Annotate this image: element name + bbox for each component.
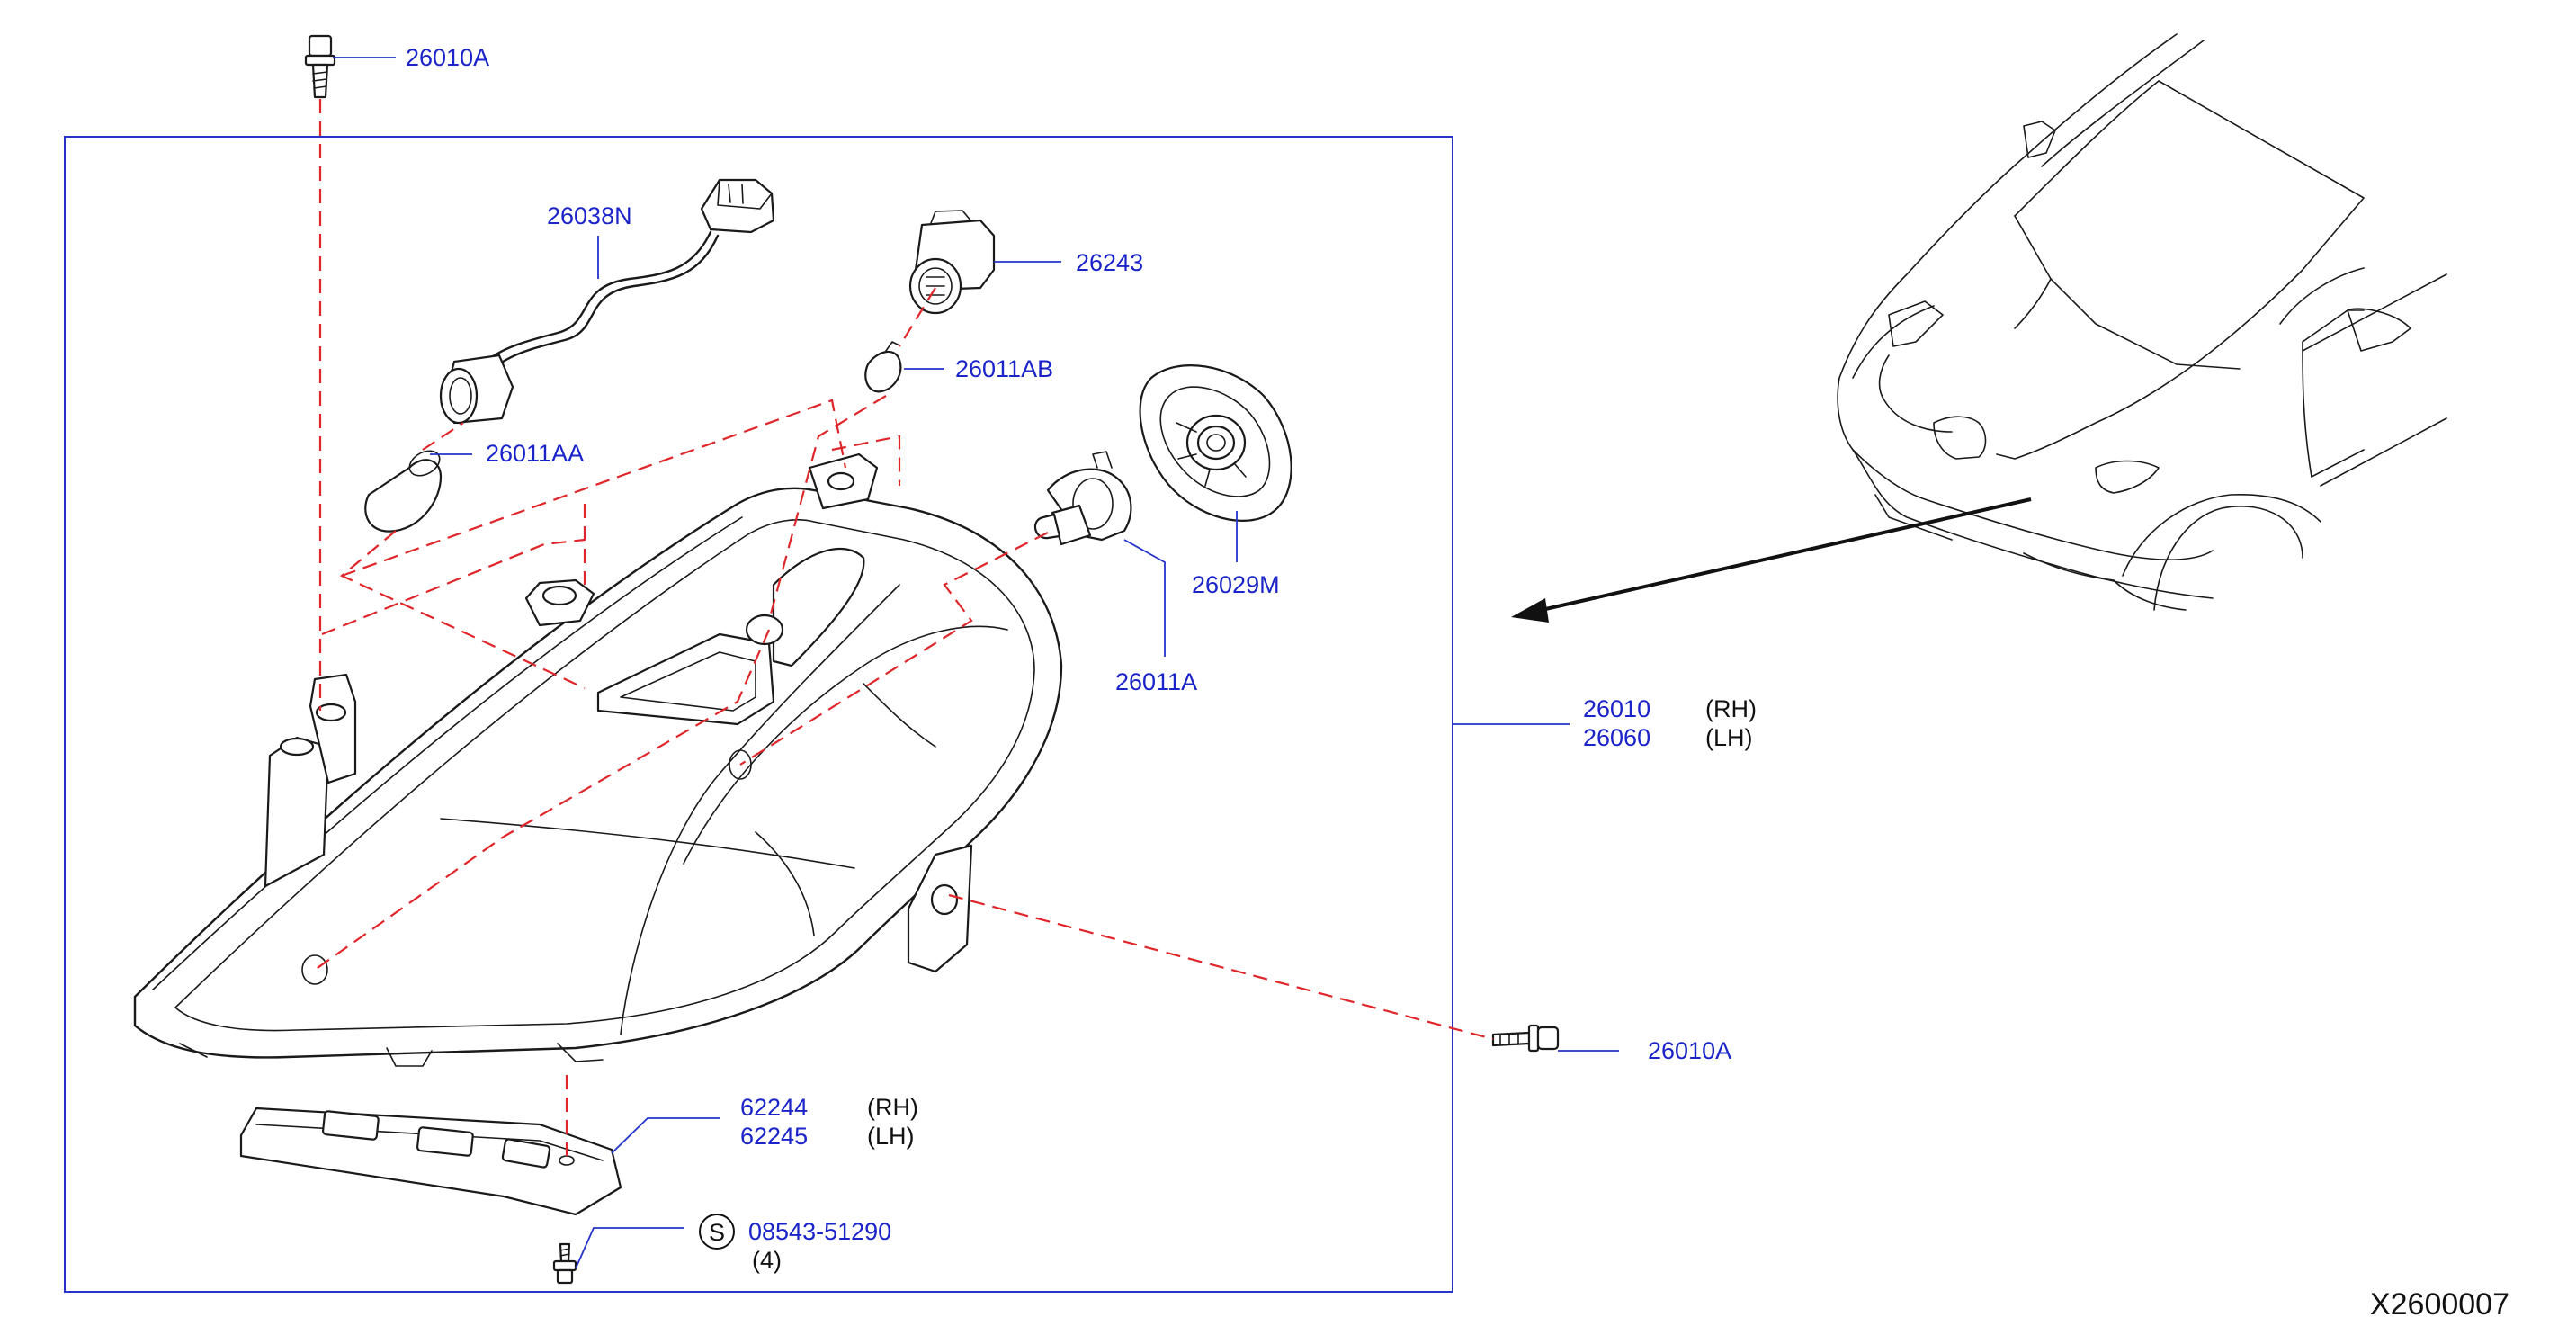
part-number-26060: 26060 (1583, 724, 1650, 751)
part-number-26029m: 26029M (1192, 571, 1280, 598)
bracket-illustration (239, 1107, 622, 1216)
assembly-frame (64, 136, 1453, 1293)
location-arrow (1511, 497, 2032, 623)
part-number-62244: 62244 (740, 1094, 808, 1121)
car-illustration (1837, 33, 2447, 611)
side-lh-26060: (LH) (1705, 724, 1753, 751)
svg-text:S: S (709, 1219, 725, 1246)
bolt-top-illustration (304, 34, 336, 99)
diagram-code: X2600007 (2370, 1287, 2509, 1322)
part-number-26011aa: 26011AA (486, 440, 584, 467)
bulb-main-illustration (1033, 451, 1132, 546)
part-number-26010a-side: 26010A (1648, 1037, 1731, 1064)
screw-quantity: (4) (752, 1247, 782, 1274)
part-number-62245: 62245 (740, 1123, 808, 1150)
part-number-26038n: 26038N (547, 202, 632, 229)
part-number-08543-51290: 08543-51290 (748, 1218, 891, 1245)
side-rh-62244: (RH) (867, 1094, 918, 1121)
assembly-lines (314, 99, 1494, 1156)
headlamp-housing-illustration (133, 452, 1063, 1067)
leader-lines (333, 57, 1619, 1269)
bolt-side-illustration (1491, 1024, 1560, 1053)
harness-illustration (439, 178, 775, 425)
side-lh-62245: (LH) (867, 1123, 915, 1150)
side-rh-26010: (RH) (1705, 695, 1757, 722)
cap-illustration (1139, 364, 1292, 522)
screw-illustration (552, 1242, 577, 1285)
part-number-26010: 26010 (1583, 695, 1650, 722)
bulb-small-illustration (864, 341, 902, 393)
part-number-26011ab: 26011AB (955, 355, 1053, 382)
socket-26243-illustration (908, 210, 996, 315)
bulb-turn-illustration (364, 450, 443, 533)
part-number-26011a: 26011A (1115, 668, 1197, 695)
part-number-26243: 26243 (1076, 249, 1143, 276)
part-number-26010a-top: 26010A (406, 44, 489, 71)
standard-part-symbol: S (699, 1214, 735, 1250)
